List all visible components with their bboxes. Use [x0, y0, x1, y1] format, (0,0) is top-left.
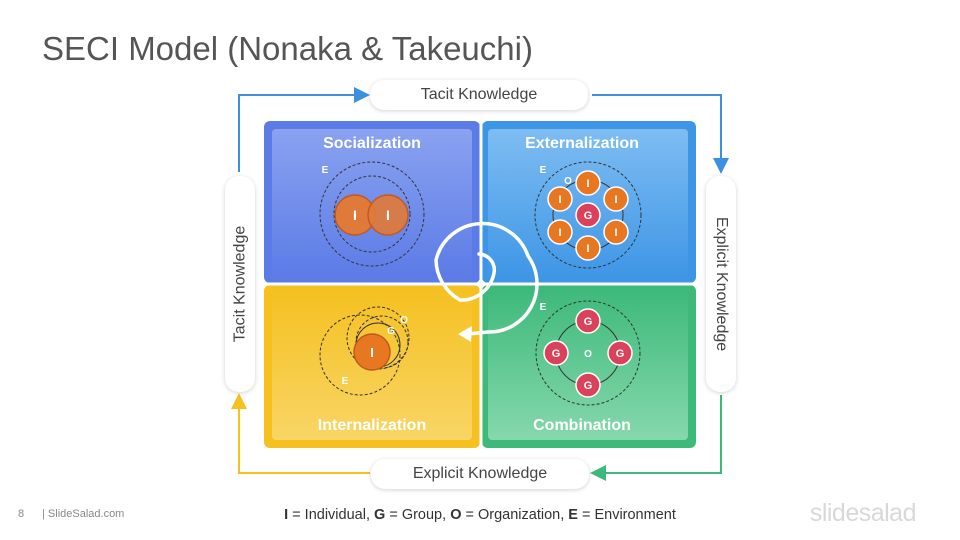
svg-text:G: G	[584, 380, 593, 392]
right-knowledge-label: Explicit Knowledge	[706, 176, 736, 392]
left-knowledge-label: Tacit Knowledge	[225, 176, 255, 392]
svg-text:I: I	[558, 194, 561, 206]
internalization-diagram: I G O E	[319, 306, 410, 396]
group-circle	[575, 372, 601, 398]
svg-text:I: I	[370, 345, 374, 360]
svg-text:I: I	[614, 227, 617, 239]
legend: I = Individual, G = Group, O = Organizat…	[284, 507, 676, 523]
svg-text:G: G	[387, 326, 395, 337]
svg-text:G: G	[584, 210, 593, 222]
slide-title: SECI Model (Nonaka & Takeuchi)	[42, 30, 533, 67]
arrow-top-to-right	[592, 94, 729, 174]
svg-text:E: E	[322, 165, 329, 176]
group-circle	[575, 308, 601, 334]
group-circle	[575, 202, 601, 228]
bottom-knowledge-label: Explicit Knowledge	[371, 459, 589, 489]
svg-text:I: I	[386, 207, 390, 223]
site-credit: | SlideSalad.com	[42, 508, 125, 520]
externalization-diagram: I I I I I I G O E	[534, 161, 642, 269]
brand-logo: slidesalad	[809, 499, 917, 527]
individual-circle	[353, 333, 391, 371]
svg-text:I: I	[586, 178, 589, 190]
combination-label: Combination	[533, 417, 631, 434]
svg-text:E: E	[540, 165, 547, 176]
svg-text:I: I	[558, 227, 561, 239]
individual-circle	[367, 194, 409, 236]
svg-text:G: G	[616, 348, 625, 360]
socialization-label: Socialization	[323, 135, 421, 152]
svg-text:I: I	[586, 243, 589, 255]
group-circle	[543, 340, 569, 366]
svg-text:G: G	[552, 348, 561, 360]
svg-text:O: O	[400, 315, 408, 326]
arrow-right-to-bottom	[590, 395, 722, 481]
arrow-left-to-top	[238, 87, 370, 172]
internalization-label: Internalization	[317, 417, 427, 434]
svg-text:I: I	[353, 207, 357, 223]
svg-text:I: I	[614, 194, 617, 206]
page-number: 8	[18, 508, 25, 520]
svg-text:E: E	[342, 376, 349, 387]
externalization-label: Externalization	[525, 135, 639, 152]
arrow-bottom-to-left	[231, 393, 370, 474]
svg-text:E: E	[540, 302, 547, 313]
svg-text:O: O	[564, 176, 572, 187]
svg-text:G: G	[584, 316, 593, 328]
svg-text:O: O	[584, 349, 592, 360]
combination-diagram: G G G G O E	[535, 300, 641, 406]
spiral-icon	[434, 221, 539, 342]
group-circle	[607, 340, 633, 366]
socialization-diagram: I I E	[319, 161, 425, 267]
top-knowledge-label: Tacit Knowledge	[370, 80, 588, 110]
